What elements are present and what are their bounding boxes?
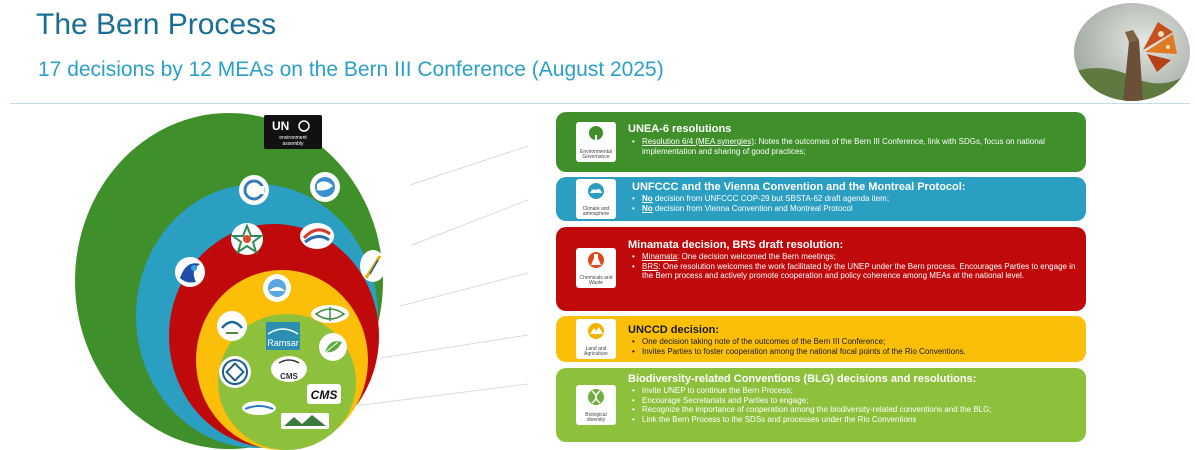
basel-convention-logo <box>230 223 264 255</box>
bullet-item: Resolution 6/4 (MEA synergies): Notes th… <box>632 137 1082 156</box>
panel-unea: Environmental Governance UNEA-6 resoluti… <box>556 112 1086 172</box>
plant-treaty-logo <box>311 305 349 323</box>
panel-unccd: Land and Agriculture UNCCD decision: One… <box>556 316 1086 362</box>
montreal-protocol-logo <box>310 172 340 202</box>
panel-unfccc: Climate and atmosphere UNFCCC and the Vi… <box>556 177 1086 221</box>
panel-title: UNCCD decision: <box>628 324 720 336</box>
panel-title: UNFCCC and the Vienna Convention and the… <box>632 181 966 193</box>
leader-line-biodiversity <box>353 383 529 407</box>
tile-chemicals-waste: Chemicals and Waste <box>576 248 616 288</box>
bullet-item: BRS: One resolution welcomes the work fa… <box>632 262 1082 281</box>
panel-blg: Biological diversity Biodiversity-relate… <box>556 368 1086 442</box>
svg-text:assembly: assembly <box>282 141 304 147</box>
leader-lines <box>353 145 529 407</box>
leader-line-land <box>379 334 529 359</box>
page-title: The Bern Process <box>36 8 277 41</box>
panel-title: UNEA-6 resolutions <box>628 123 732 135</box>
bullet-item: Invite UNEP to continue the Bern Process… <box>632 386 1082 396</box>
svg-text:CMS: CMS <box>311 388 338 402</box>
bullet-list: No decision from UNFCCC COP-29 but SBSTA… <box>632 194 1082 213</box>
panel-title: Minamata decision, BRS draft resolution: <box>628 239 844 251</box>
bullet-list: Minamata: One decision welcomed the Bern… <box>632 252 1082 281</box>
page-subtitle: 17 decisions by 12 MEAs on the Bern III … <box>38 58 664 81</box>
rotterdam-convention-logo <box>300 223 334 249</box>
iccwc-logo <box>242 401 276 415</box>
tile-environmental-governance: Environmental Governance <box>576 122 616 162</box>
cloud-icon <box>588 183 604 199</box>
mea-circles-diagram: UN environment assembly <box>75 113 529 450</box>
land-icon <box>588 323 604 339</box>
panel-title: Biodiversity-related Conventions (BLG) d… <box>628 373 977 385</box>
svg-text:CMS: CMS <box>280 372 298 381</box>
tile-land-agriculture: Land and Agriculture <box>576 319 616 359</box>
leader-line-unea <box>409 145 529 186</box>
bullet-item: Encourage Secretariats and Parties to en… <box>632 396 1082 406</box>
svg-text:UN: UN <box>272 119 289 133</box>
unccd-logo <box>263 274 291 302</box>
svg-text:Ramsar: Ramsar <box>267 338 299 348</box>
leader-line-climate <box>411 199 529 246</box>
cms-logo: CMS <box>271 356 307 382</box>
bullet-list: One decision taking note of the outcomes… <box>632 337 1082 356</box>
butterfly-photo <box>1074 3 1190 101</box>
tile-climate-atmosphere: Climate and atmosphere <box>576 179 616 219</box>
flask-icon <box>588 252 604 268</box>
itpgrfa-logo <box>281 413 329 429</box>
bullet-item: Link the Bern Process to the SDSs and pr… <box>632 415 1082 425</box>
svg-text:environment: environment <box>279 135 307 141</box>
panel-chemicals: Chemicals and Waste Minamata decision, B… <box>556 227 1086 311</box>
unfccc-logo <box>239 175 269 205</box>
bullet-item: No decision from Vienna Convention and M… <box>632 204 1082 214</box>
cites-logo: CMS <box>307 384 341 404</box>
cbd-logo <box>319 333 347 361</box>
tile-biological-diversity: Biological diversity <box>576 385 616 425</box>
world-heritage-logo <box>219 356 251 388</box>
iwc-logo <box>217 311 247 341</box>
bullet-list: Invite UNEP to continue the Bern Process… <box>632 386 1082 424</box>
bullet-item: No decision from UNFCCC COP-29 but SBSTA… <box>632 194 1082 204</box>
leader-line-chemicals <box>399 272 529 307</box>
unea-logo: UN environment assembly <box>264 115 322 149</box>
tree-icon <box>589 126 603 142</box>
stockholm-convention-logo <box>175 257 205 287</box>
dna-icon <box>588 389 604 405</box>
bullet-item: Invites Parties to foster cooperation am… <box>632 347 1082 357</box>
minamata-convention-logo <box>360 250 386 282</box>
header-divider <box>10 103 1190 104</box>
bullet-list: Resolution 6/4 (MEA synergies): Notes th… <box>632 137 1082 156</box>
bullet-item: One decision taking note of the outcomes… <box>632 337 1082 347</box>
ramsar-logo: Ramsar <box>266 322 300 350</box>
bullet-item: Recognize the importance of cooperation … <box>632 405 1082 415</box>
bullet-item: Minamata: One decision welcomed the Bern… <box>632 252 1082 262</box>
